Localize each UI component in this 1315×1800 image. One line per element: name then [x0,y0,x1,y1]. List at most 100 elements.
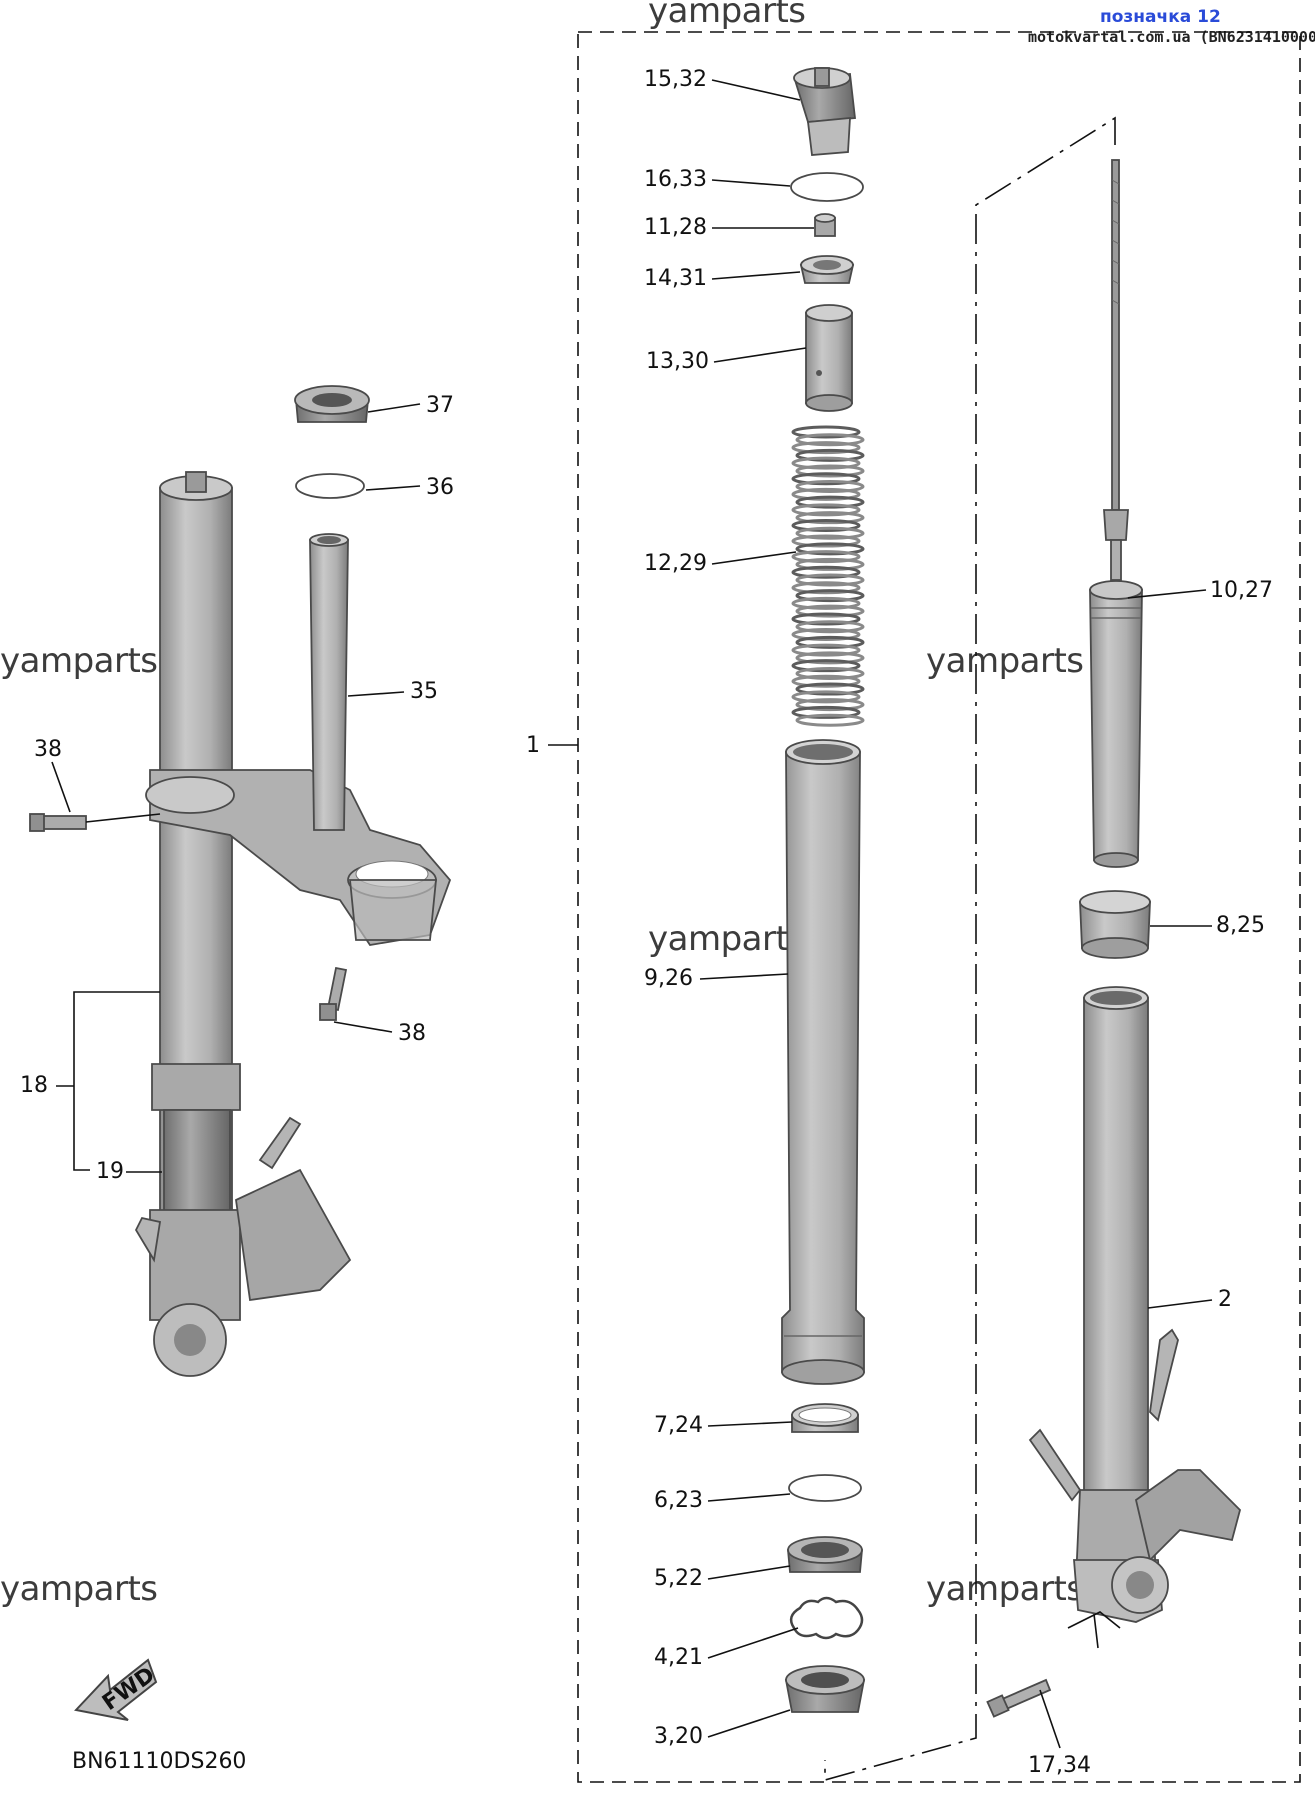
spring-coil [791,674,861,688]
callout-5-22: 5,22 [654,1566,703,1591]
cap-bolt [793,67,856,156]
damper-cartridge [1089,159,1143,868]
callout-4-21: 4,21 [654,1645,703,1670]
spring-coil [791,690,861,704]
spring-coil [795,604,865,618]
fwd-arrow-icon: FWD [74,1658,160,1721]
callout-36: 36 [426,475,454,500]
spring-seat [799,255,855,284]
spacer-tube [805,304,853,412]
spring-coil [795,620,865,634]
callout-15-32: 15,32 [644,67,707,92]
spring-coil [795,713,865,727]
spring-coil [795,433,865,447]
steering-stem [309,533,349,831]
spring-coil [791,425,861,439]
slide-bushing [791,1403,859,1433]
pinch-bolt-upper [29,813,87,832]
spring-coil [795,682,865,696]
spring-coil [795,573,865,587]
assembly-axis-line [824,116,1116,1782]
fwd-label: FWD [98,1662,159,1715]
callout-16-33: 16,33 [644,167,707,192]
spring-coil [795,557,865,571]
watermark: yamparts [648,0,806,31]
watermark: yamparts [926,1569,1084,1609]
spring-coil [791,596,861,610]
fork-spring [791,425,865,727]
callout-9-26: 9,26 [644,966,693,991]
diagram-code: BN61110DS260 [72,1749,246,1774]
assembly-frame [577,31,1301,1783]
pinch-bolt-lower [319,966,348,1021]
stem-washer [295,473,365,499]
callout-37: 37 [426,393,454,418]
watermark: yamparts [0,641,158,681]
spring-coil [791,705,861,719]
spring-coil [791,612,861,626]
spring-coil [791,487,861,501]
callout-13-30: 13,30 [646,349,709,374]
callout-6-23: 6,23 [654,1488,703,1513]
callout-10-27: 10,27 [1210,578,1273,603]
stem-ring-nut [294,385,370,423]
spring-coil [795,666,865,680]
callout-17-34: 17,34 [1028,1753,1091,1778]
callout-14-31: 14,31 [644,266,707,291]
under-bracket [145,769,452,946]
guide-bushing [1079,890,1151,959]
spring-coil [795,589,865,603]
callout-8-25: 8,25 [1216,913,1265,938]
spring-coil [791,472,861,486]
lock-nut [814,213,836,237]
oil-seal [787,1536,863,1573]
spring-coil [795,448,865,462]
callout-12-29: 12,29 [644,551,707,576]
spring-coil [791,565,861,579]
spring-coil [791,659,861,673]
inner-tube-assembly [1028,986,1242,1623]
watermark: yamparts [648,919,806,959]
spring-coil [791,534,861,548]
callout-3-20: 3,20 [654,1724,703,1749]
spring-coil [795,542,865,556]
callout-19: 19 [96,1159,124,1184]
spring-coil [791,503,861,517]
header-tag: позначка 12 [1100,7,1221,27]
washer [788,1474,862,1502]
callout-18: 18 [20,1073,48,1098]
axle-pinch-bolt [986,1678,1052,1718]
spring-coil [795,495,865,509]
bracket-18-19 [56,991,162,1173]
spring-coil [795,526,865,540]
spring-coil [795,651,865,665]
outer-tube [781,739,865,1385]
spring-coil [791,581,861,595]
callout-35: 35 [410,679,438,704]
spring-coil [791,441,861,455]
assembled-fork [134,471,352,1377]
callout-11-28: 11,28 [644,215,707,240]
spring-coil [795,511,865,525]
spring-coil [791,550,861,564]
watermark: yamparts [0,1569,158,1609]
watermark: yamparts [926,641,1084,681]
spring-coil [791,518,861,532]
callout-38-upper: 38 [34,737,62,762]
header-meta: motokvartal.com.ua (BN6231410000) [1028,28,1315,46]
callout-2: 2 [1218,1287,1232,1312]
callout-38-lower: 38 [398,1021,426,1046]
spring-coil [795,698,865,712]
spring-coil [795,635,865,649]
spring-coil [791,628,861,642]
retaining-clip [789,1596,864,1640]
callout-1: 1 [526,733,540,758]
spring-coil [795,464,865,478]
o-ring [790,172,864,202]
spring-coil [791,456,861,470]
spring-coil [795,480,865,494]
dust-seal [784,1665,866,1713]
callout-7-24: 7,24 [654,1413,703,1438]
spring-coil [791,643,861,657]
